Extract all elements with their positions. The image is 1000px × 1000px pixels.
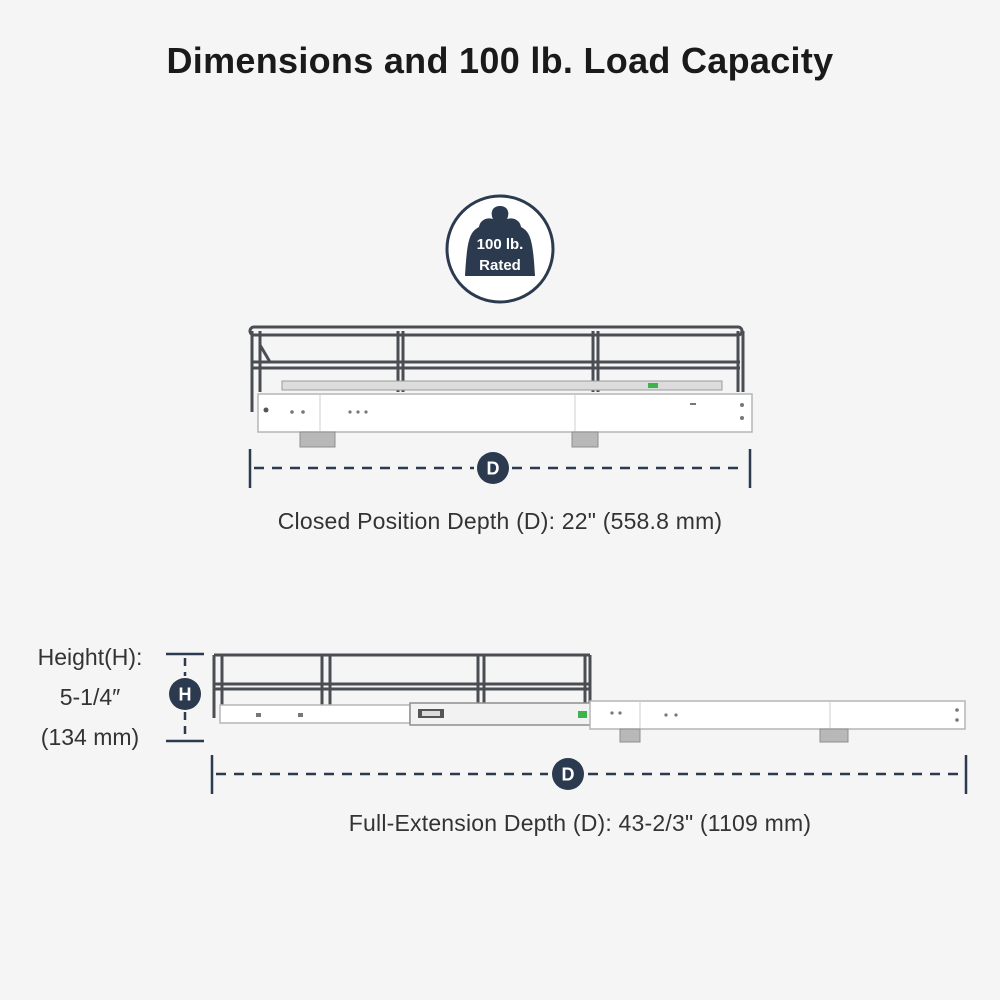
extended-base-rail — [589, 700, 966, 730]
extended-depth-caption: Full-Extension Depth (D): 43-2/3" (1109 … — [348, 810, 812, 836]
closed-basket-wire — [248, 325, 745, 412]
height-marker-label: H — [179, 685, 192, 705]
extended-basket-wire — [212, 653, 592, 718]
extended-depth-dimension: D — [210, 755, 968, 794]
load-capacity-badge: 100 lb. Rated — [445, 194, 555, 304]
closed-depth-marker — [477, 452, 509, 484]
closed-pullout-basket — [248, 325, 753, 448]
height-label-title: Height(H): — [37, 644, 143, 670]
closed-front-foot — [299, 431, 336, 448]
extended-depth-marker — [552, 758, 584, 790]
extended-front-foot — [619, 728, 641, 743]
closed-slide-latch — [648, 383, 658, 388]
height-label-metric: (134 mm) — [40, 724, 140, 750]
closed-depth-dimension: D — [248, 449, 752, 488]
height-dimension: H — [166, 652, 204, 743]
height-marker — [169, 678, 201, 710]
page-title: Dimensions and 100 lb. Load Capacity — [166, 40, 834, 81]
extended-rear-foot — [819, 728, 849, 743]
closed-slide-track — [281, 380, 723, 391]
extended-pullout-basket — [212, 653, 966, 743]
closed-depth-marker-label: D — [487, 459, 500, 479]
badge-weight-label: 100 lb. — [476, 236, 524, 253]
closed-rear-foot — [571, 431, 599, 448]
closed-base-rail — [257, 393, 753, 433]
closed-depth-caption: Closed Position Depth (D): 22" (558.8 mm… — [277, 508, 723, 534]
badge-rated-label: Rated — [479, 257, 521, 274]
weight-icon — [445, 194, 555, 304]
extended-slide-latch — [578, 711, 587, 718]
height-label-imperial: 5-1/4″ — [59, 684, 121, 710]
extended-depth-marker-label: D — [562, 765, 575, 785]
extended-basket-rail — [219, 704, 411, 724]
